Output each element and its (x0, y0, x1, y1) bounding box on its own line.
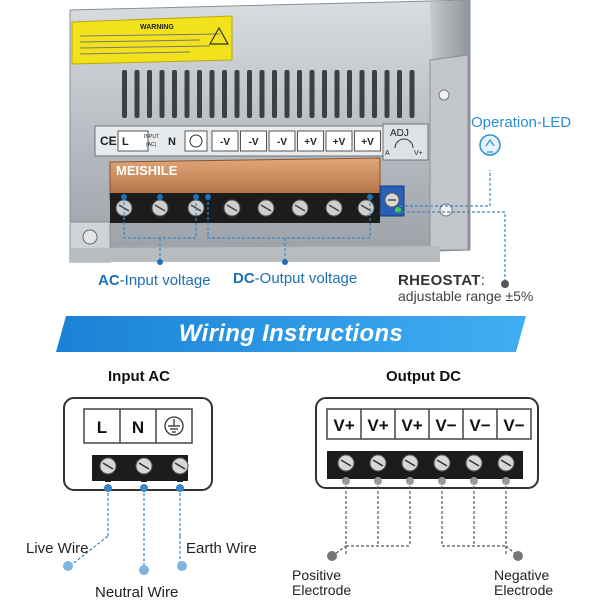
terminal-label-strip: CE L INPUT (AC) N -V -V -V +V +V +V (94, 125, 386, 157)
rheostat-description: adjustable range ±5% (398, 288, 534, 304)
power-supply-photo: WARNING CE L INPUT (AC) N -V -V -V +V +V +V A… (69, 0, 509, 288)
adj-label-area: ADJ A V+ (382, 123, 429, 161)
photo-terminal-label: +V (304, 137, 317, 148)
warning-label: WARNING (71, 15, 233, 65)
photo-terminal-label: -V (220, 137, 230, 148)
vent-slot (297, 70, 302, 118)
photo-terminal-cell (325, 130, 353, 152)
callout-lines (123, 170, 506, 282)
vent-slot (234, 70, 240, 118)
terminal-cover: MEISHILE (109, 157, 381, 201)
warning-text: WARNING (140, 24, 174, 31)
photo-terminal-label: -V (277, 137, 287, 148)
output-cell: V− (503, 416, 524, 435)
input-cell-n: N (132, 418, 144, 437)
input-ac-title: Input AC (108, 368, 170, 385)
photo-terminal-cell (297, 130, 324, 152)
output-cell: V+ (367, 416, 388, 435)
operation-led-label: Operation-LED (471, 114, 572, 131)
photo-input-label: INPUT (144, 134, 159, 140)
vent-slots (122, 70, 415, 118)
vent-slot (347, 70, 352, 118)
vent-slot (209, 70, 215, 118)
photo-terminal-cell (354, 130, 381, 152)
led-bulb-icon (479, 134, 501, 156)
vent-slot (134, 70, 140, 118)
output-cell: V+ (333, 416, 354, 435)
earth-ground-icon (164, 416, 184, 436)
vent-slot (159, 70, 165, 118)
vent-slot (284, 70, 290, 118)
brand-text: MEISHILE (116, 163, 178, 178)
vent-slot (322, 70, 327, 118)
wiring-instructions-title: Wiring Instructions (178, 320, 404, 347)
vent-slot (397, 70, 402, 118)
rheostat-knob (379, 185, 405, 217)
ce-mark: CE (100, 134, 117, 148)
live-wire-label: Live Wire (26, 540, 89, 557)
vent-slot (122, 70, 127, 118)
photo-terminal-label: +V (361, 137, 374, 148)
adj-text: ADJ (390, 128, 409, 139)
vent-slot (259, 70, 265, 118)
adj-a-text: A (385, 150, 390, 157)
rheostat-title: RHEOSTAT: (398, 272, 486, 289)
input-cell-l: L (97, 418, 107, 437)
output-cell: V+ (401, 416, 422, 435)
ac-input-voltage-label: AC-Input voltage (98, 272, 211, 289)
photo-terminal-cell (268, 130, 296, 152)
rheostat-dot (501, 280, 509, 288)
earth-wire-label: Earth Wire (186, 540, 257, 557)
vent-slot (334, 70, 340, 118)
photo-terminal-n: N (168, 136, 176, 148)
neutral-wire-label: Neutral Wire (95, 584, 179, 601)
vent-slot (222, 70, 227, 118)
output-cell: V− (469, 416, 490, 435)
photo-terminal-cell (211, 130, 239, 152)
vent-slot (197, 70, 202, 118)
vent-slot (172, 70, 177, 118)
vent-slot (247, 70, 252, 118)
photo-ac-label: (AC) (146, 142, 157, 148)
vent-slot (409, 70, 415, 118)
vent-slot (272, 70, 277, 118)
photo-terminal-cell (240, 130, 267, 152)
vent-slot (147, 70, 152, 118)
photo-terminal-l: L (122, 136, 129, 148)
vent-slot (309, 70, 315, 118)
vent-slot (184, 70, 190, 118)
output-dc-title: Output DC (386, 368, 461, 385)
output-cell: V− (435, 416, 456, 435)
vent-slot (372, 70, 377, 118)
adj-v-text: V+ (414, 150, 423, 157)
dc-output-voltage-label: DC-Output voltage (233, 270, 358, 287)
vent-slot (359, 70, 365, 118)
vent-slot (384, 70, 390, 118)
photo-terminal-label: -V (249, 137, 259, 148)
photo-terminal-label: +V (333, 137, 346, 148)
